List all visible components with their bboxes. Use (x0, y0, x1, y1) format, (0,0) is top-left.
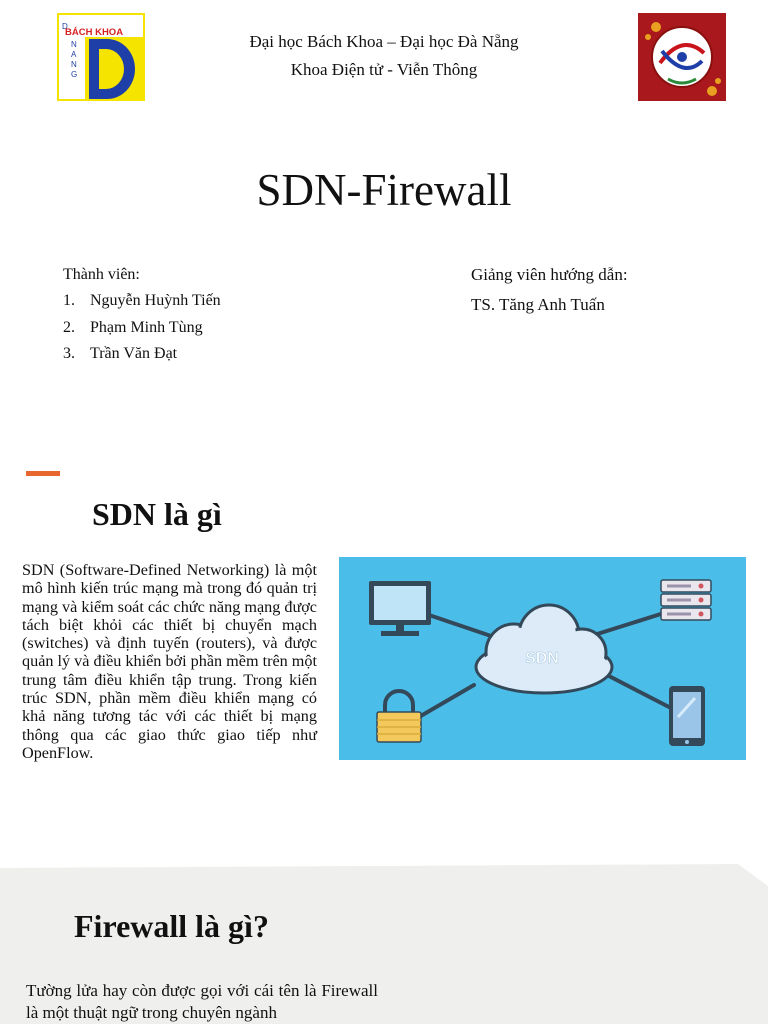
advisor-label: Giảng viên hướng dẫn: (471, 265, 628, 284)
logo-letter-d: D (62, 22, 68, 31)
faculty-logo (638, 13, 726, 101)
server-icon (660, 579, 712, 621)
logo-letter: A (71, 50, 77, 59)
monitor-icon (369, 581, 431, 636)
sdn-diagram: SDN (339, 557, 746, 760)
cloud-label: SDN (525, 650, 559, 667)
list-item: 2. Phạm Minh Tùng (63, 317, 221, 344)
tablet-icon (669, 686, 705, 746)
university-logo: D BÁCH KHOA N A N G (57, 13, 145, 101)
section-body-firewall: Tường lửa hay còn được gọi với cái tên l… (26, 981, 378, 1022)
members-label: Thành viên: (63, 266, 140, 283)
advisor-name: TS. Tăng Anh Tuấn (471, 295, 605, 314)
logo-letter: N (71, 40, 77, 49)
list-number: 2. (63, 318, 75, 336)
section-heading-firewall: Firewall là gì? (74, 908, 269, 944)
faculty-emblem-icon (638, 13, 726, 101)
university-name: Đại học Bách Khoa – Đại học Đà Nẵng (249, 32, 519, 51)
members-list: 1. Nguyễn Huỳnh Tiến 2. Phạm Minh Tùng 3. T… (63, 290, 221, 370)
section-heading-sdn: SDN là gì (92, 496, 222, 532)
bach-khoa-logo-icon: D BÁCH KHOA N A N G (59, 15, 143, 99)
accent-divider (26, 471, 60, 476)
member-name: Phạm Minh Tùng (90, 318, 203, 336)
list-item: 1. Nguyễn Huỳnh Tiến (63, 290, 221, 317)
cloud-icon: SDN (474, 603, 614, 695)
section-body-sdn: SDN (Software-Defined Networking) là một… (22, 561, 317, 762)
logo-letter: N (71, 60, 77, 69)
page-title: SDN-Firewall (256, 165, 512, 215)
faculty-name: Khoa Điện tử - Viễn Thông (290, 60, 478, 79)
section-background (0, 864, 768, 1024)
member-name: Trần Văn Đạt (90, 345, 178, 362)
logo-text: BÁCH KHOA (65, 27, 123, 38)
logo-letter: G (71, 70, 77, 79)
member-name: Nguyễn Huỳnh Tiến (90, 292, 221, 309)
lock-icon (376, 689, 422, 743)
sdn-network-illustration: SDN (339, 557, 746, 760)
list-number: 3. (63, 345, 75, 362)
list-item: 3. Trần Văn Đạt (63, 343, 221, 370)
paper-band-shape (0, 864, 768, 1024)
list-number: 1. (63, 292, 75, 309)
